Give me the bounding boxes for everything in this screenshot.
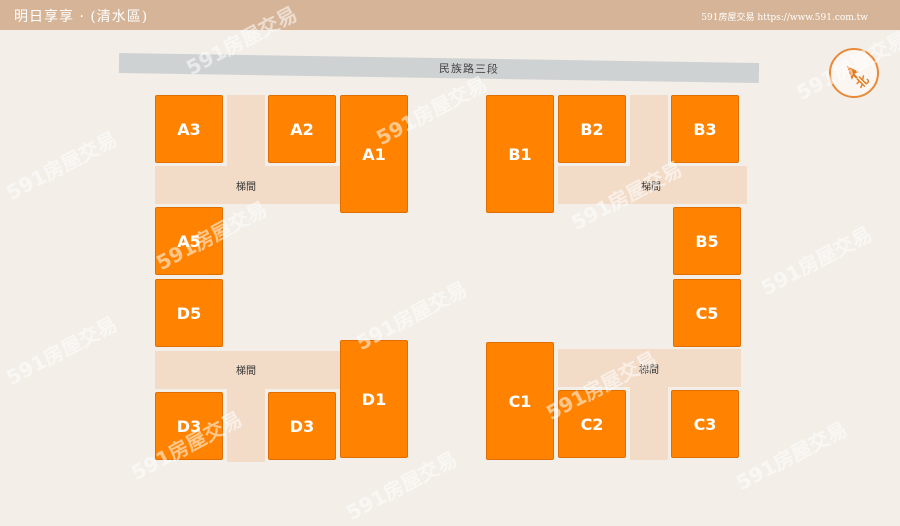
- stair-label-d: 梯間: [236, 366, 256, 377]
- stair-label-b: 梯間: [641, 182, 661, 193]
- watermark: 591房屋交易: [2, 126, 121, 205]
- unit-a2[interactable]: A2: [268, 95, 336, 163]
- unit-c5[interactable]: C5: [673, 279, 741, 347]
- page-title: 明日享享 · (清水區): [14, 9, 149, 25]
- road-label: 民族路三段: [438, 62, 500, 76]
- watermark: 591房屋交易: [732, 416, 851, 495]
- source-link[interactable]: 591房屋交易 https://www.591.com.tw: [701, 13, 868, 23]
- unit-a3[interactable]: A3: [155, 95, 223, 163]
- unit-a1[interactable]: A1: [340, 95, 408, 213]
- unit-b2[interactable]: B2: [558, 95, 626, 163]
- unit-b5[interactable]: B5: [673, 207, 741, 275]
- stair-label-a: 梯間: [236, 182, 256, 193]
- header-bar: 明日享享 · (清水區) 591房屋交易 https://www.591.com…: [0, 0, 900, 30]
- unit-c3[interactable]: C3: [671, 390, 739, 458]
- unit-d1[interactable]: D1: [340, 340, 408, 458]
- watermark: 591房屋交易: [2, 311, 121, 390]
- unit-d3-right[interactable]: D3: [268, 392, 336, 460]
- corridor-d-horizontal: [155, 351, 340, 389]
- unit-b3[interactable]: B3: [671, 95, 739, 163]
- corridor-b-horizontal: [558, 166, 747, 204]
- road: 民族路三段: [118, 53, 760, 84]
- corridor-b-vertical: [630, 95, 668, 166]
- watermark: 591房屋交易: [757, 221, 876, 300]
- corridor-c-horizontal: [558, 349, 741, 387]
- corridor-d-vertical: [227, 389, 265, 462]
- unit-c1[interactable]: C1: [486, 342, 554, 460]
- north-compass: 北: [829, 48, 879, 98]
- stair-label-c: 梯間: [639, 365, 659, 376]
- unit-d3-left[interactable]: D3: [155, 392, 223, 460]
- unit-d5[interactable]: D5: [155, 279, 223, 347]
- corridor-a-vertical: [227, 95, 265, 166]
- unit-c2[interactable]: C2: [558, 390, 626, 458]
- unit-a5[interactable]: A5: [155, 207, 223, 275]
- north-arrow-icon: [847, 66, 859, 80]
- corridor-c-vertical: [630, 387, 668, 460]
- unit-b1[interactable]: B1: [486, 95, 554, 213]
- corridor-a-horizontal: [155, 166, 340, 204]
